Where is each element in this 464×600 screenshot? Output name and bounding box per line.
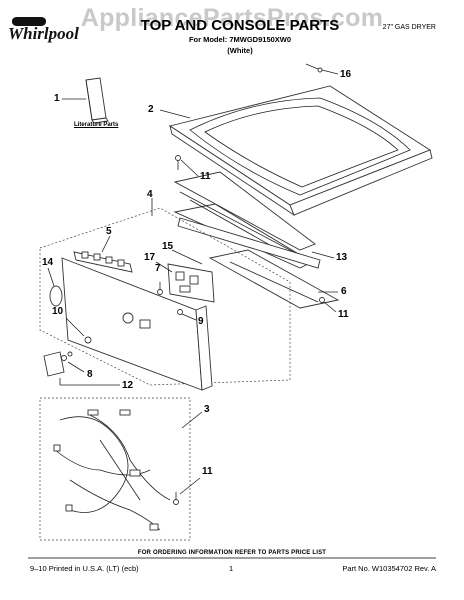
callout-9: 9 [198,316,204,327]
end-cap-14 [49,285,63,307]
callout-11-top: 11 [200,171,211,182]
part-number: Part No. W10354702 Rev. A [342,564,436,573]
brand-logo-badge [12,17,46,26]
leader-2 [159,109,191,119]
callout-15: 15 [162,241,174,252]
callout-3: 3 [204,404,210,415]
color-line: (White) [227,46,253,55]
leader-3 [181,411,203,429]
page-title: TOP AND CONSOLE PARTS [140,17,340,34]
callout-2: 2 [148,104,154,115]
callout-4: 4 [147,189,153,200]
leader-11a [180,159,199,177]
leader-10 [65,317,85,337]
button-strip [73,251,133,273]
callout-10: 10 [52,306,64,317]
screw-9 [177,309,183,315]
leader-16 [321,69,339,75]
leader-9 [181,313,197,321]
callout-17: 17 [144,252,156,263]
brand-logo: Whirlpool [8,24,79,43]
callout-8: 8 [87,369,93,380]
hinge-bracket [173,171,321,269]
print-info: 9–10 Printed in U.S.A. (LT) (ecb) [30,564,139,573]
ordering-note: FOR ORDERING INFORMATION REFER TO PARTS … [137,550,327,556]
leader-11b [323,301,337,313]
console-panel [61,257,213,391]
callout-16: 16 [340,69,352,80]
leader-15 [171,249,203,265]
screw-11-bottom [173,492,179,505]
leader-5 [101,235,111,253]
callout-14: 14 [42,257,54,268]
watermark: AppliancePartsPros.com [80,4,384,32]
screw-7 [157,289,163,295]
leader-13 [311,251,335,259]
leader-11c [179,477,201,495]
control-board [167,263,215,303]
leader-14 [47,267,55,287]
callout-12: 12 [122,380,134,391]
page-number: 1 [229,564,234,573]
model-line: For Model: 7MWGD9150XW0 [188,35,292,44]
knob-assembly [43,336,92,377]
wire-harness [53,409,171,531]
product-type: 27" GAS DRYER [382,24,436,31]
console-assembly-boundary [39,207,291,386]
callout-11-right: 11 [338,309,349,320]
callout-1: 1 [54,93,60,104]
leader-8 [67,361,85,373]
callout-6: 6 [341,286,347,297]
leader-17 [155,261,173,273]
callout-7: 7 [155,263,161,274]
top-panel [168,85,433,217]
callout-5: 5 [106,226,112,237]
console-frame [208,249,340,309]
literature-parts-label: Literature Parts [74,122,119,128]
screw-11-right [319,297,325,303]
screw-11-top [175,155,181,170]
harness-boundary [39,397,191,541]
screw-16 [305,63,323,73]
callout-13: 13 [336,252,348,263]
literature-booklet [85,77,109,124]
callout-11-bottom: 11 [202,466,213,477]
